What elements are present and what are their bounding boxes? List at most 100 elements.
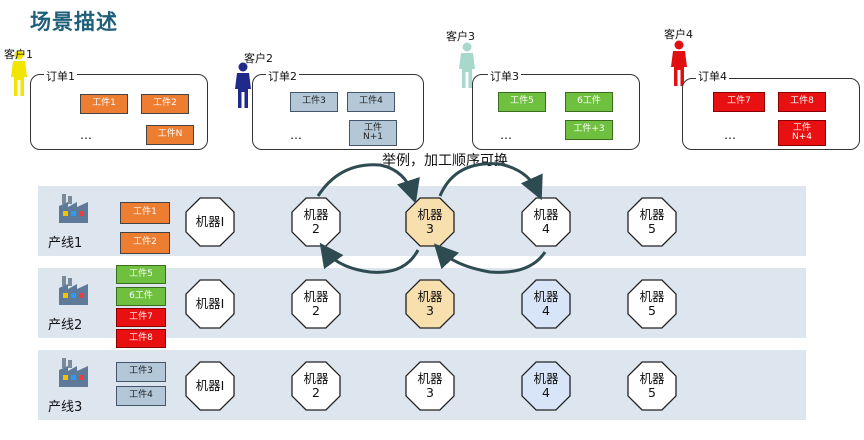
person-icon	[234, 62, 252, 110]
machine-label: 机器	[303, 206, 329, 222]
person-icon	[458, 42, 476, 90]
workpiece: 工件+3	[565, 120, 613, 140]
workpiece: 工件8	[778, 92, 826, 112]
octagon-machine-icon	[405, 197, 455, 247]
machine-label: 机器	[417, 206, 443, 222]
production-line-label: 产线2	[48, 318, 83, 333]
order-box	[472, 74, 640, 150]
order-label: 订单4	[696, 68, 729, 84]
workpiece: 工件8	[116, 329, 166, 348]
workpiece: 工件4	[116, 386, 166, 406]
workpiece: 6工件	[565, 92, 613, 112]
customer-label: 客户4	[664, 28, 693, 41]
machine-number: 3	[426, 303, 434, 318]
octagon-machine-icon	[291, 279, 341, 329]
factory-icon	[58, 194, 90, 224]
workpiece: 工件1	[120, 202, 170, 224]
machine-label: 机器	[533, 288, 559, 304]
machine-number: 5	[648, 221, 656, 236]
octagon-machine-icon	[185, 279, 235, 329]
order-label: 订单3	[488, 68, 521, 84]
ellipsis: …	[290, 128, 303, 142]
production-line-label: 产线3	[48, 400, 83, 415]
order-box	[252, 74, 424, 150]
workpiece: 工件N	[146, 125, 194, 145]
octagon-machine-icon	[521, 361, 571, 411]
octagon-machine-icon	[291, 361, 341, 411]
workpiece: 工件3	[116, 362, 166, 382]
machine-label: 机器	[303, 370, 329, 386]
machine-label: 机器	[533, 206, 559, 222]
octagon-machine-icon	[627, 197, 677, 247]
machine-label: 机器	[639, 206, 665, 222]
order-label: 订单2	[266, 68, 299, 84]
octagon-machine-icon	[185, 197, 235, 247]
workpiece: 工件5	[116, 265, 166, 284]
production-line-label: 产线1	[48, 236, 83, 251]
workpiece: 工件5	[498, 92, 546, 112]
machine-number: 5	[648, 303, 656, 318]
workpiece: 工件2	[141, 94, 189, 114]
octagon-machine-icon	[521, 279, 571, 329]
page-title: 场景描述	[30, 10, 118, 34]
machine-number: 3	[426, 385, 434, 400]
machine-label: 机器	[639, 370, 665, 386]
machine-label: 机器	[417, 288, 443, 304]
machine-node: 机器I	[182, 276, 238, 332]
machine-label: 机器	[417, 370, 443, 386]
machine-label: 机器I	[195, 295, 225, 311]
machine-label: 机器I	[195, 213, 225, 229]
customer-label: 客户3	[446, 30, 475, 43]
machine-number: 3	[426, 221, 434, 236]
ellipsis: …	[724, 128, 737, 142]
order-label: 订单1	[44, 68, 77, 84]
octagon-machine-icon	[627, 279, 677, 329]
octagon-machine-icon	[627, 361, 677, 411]
octagon-machine-icon	[405, 361, 455, 411]
ellipsis: …	[80, 128, 93, 142]
octagon-machine-icon	[405, 279, 455, 329]
octagon-machine-icon	[291, 197, 341, 247]
customer-label: 客户1	[4, 48, 33, 61]
workpiece: 工件1	[80, 94, 128, 114]
machine-label: 机器	[533, 370, 559, 386]
workpiece: 工件7	[713, 92, 765, 112]
machine-label: 机器	[303, 288, 329, 304]
octagon-machine-icon	[185, 361, 235, 411]
machine-number: 2	[312, 221, 320, 236]
machine-number: 4	[542, 221, 550, 236]
person-icon	[670, 40, 688, 88]
workpiece: 工件7	[116, 308, 166, 327]
octagon-machine-icon	[521, 197, 571, 247]
machine-number: 2	[312, 385, 320, 400]
workpiece: 工件4	[347, 92, 395, 112]
machine-number: 2	[312, 303, 320, 318]
factory-icon	[58, 276, 90, 306]
workpiece: 工件3	[290, 92, 338, 112]
workpiece: 6工件	[116, 287, 166, 306]
order-box	[682, 78, 860, 150]
machine-number: 5	[648, 385, 656, 400]
machine-label: 机器	[639, 288, 665, 304]
factory-icon	[58, 358, 90, 388]
machine-node: 机器I	[182, 194, 238, 250]
workpiece: 工件2	[120, 232, 170, 254]
ellipsis: …	[500, 128, 513, 142]
customer-label: 客户2	[244, 52, 273, 65]
machine-node: 机器I	[182, 358, 238, 414]
person-icon	[10, 50, 28, 98]
machine-number: 4	[542, 303, 550, 318]
